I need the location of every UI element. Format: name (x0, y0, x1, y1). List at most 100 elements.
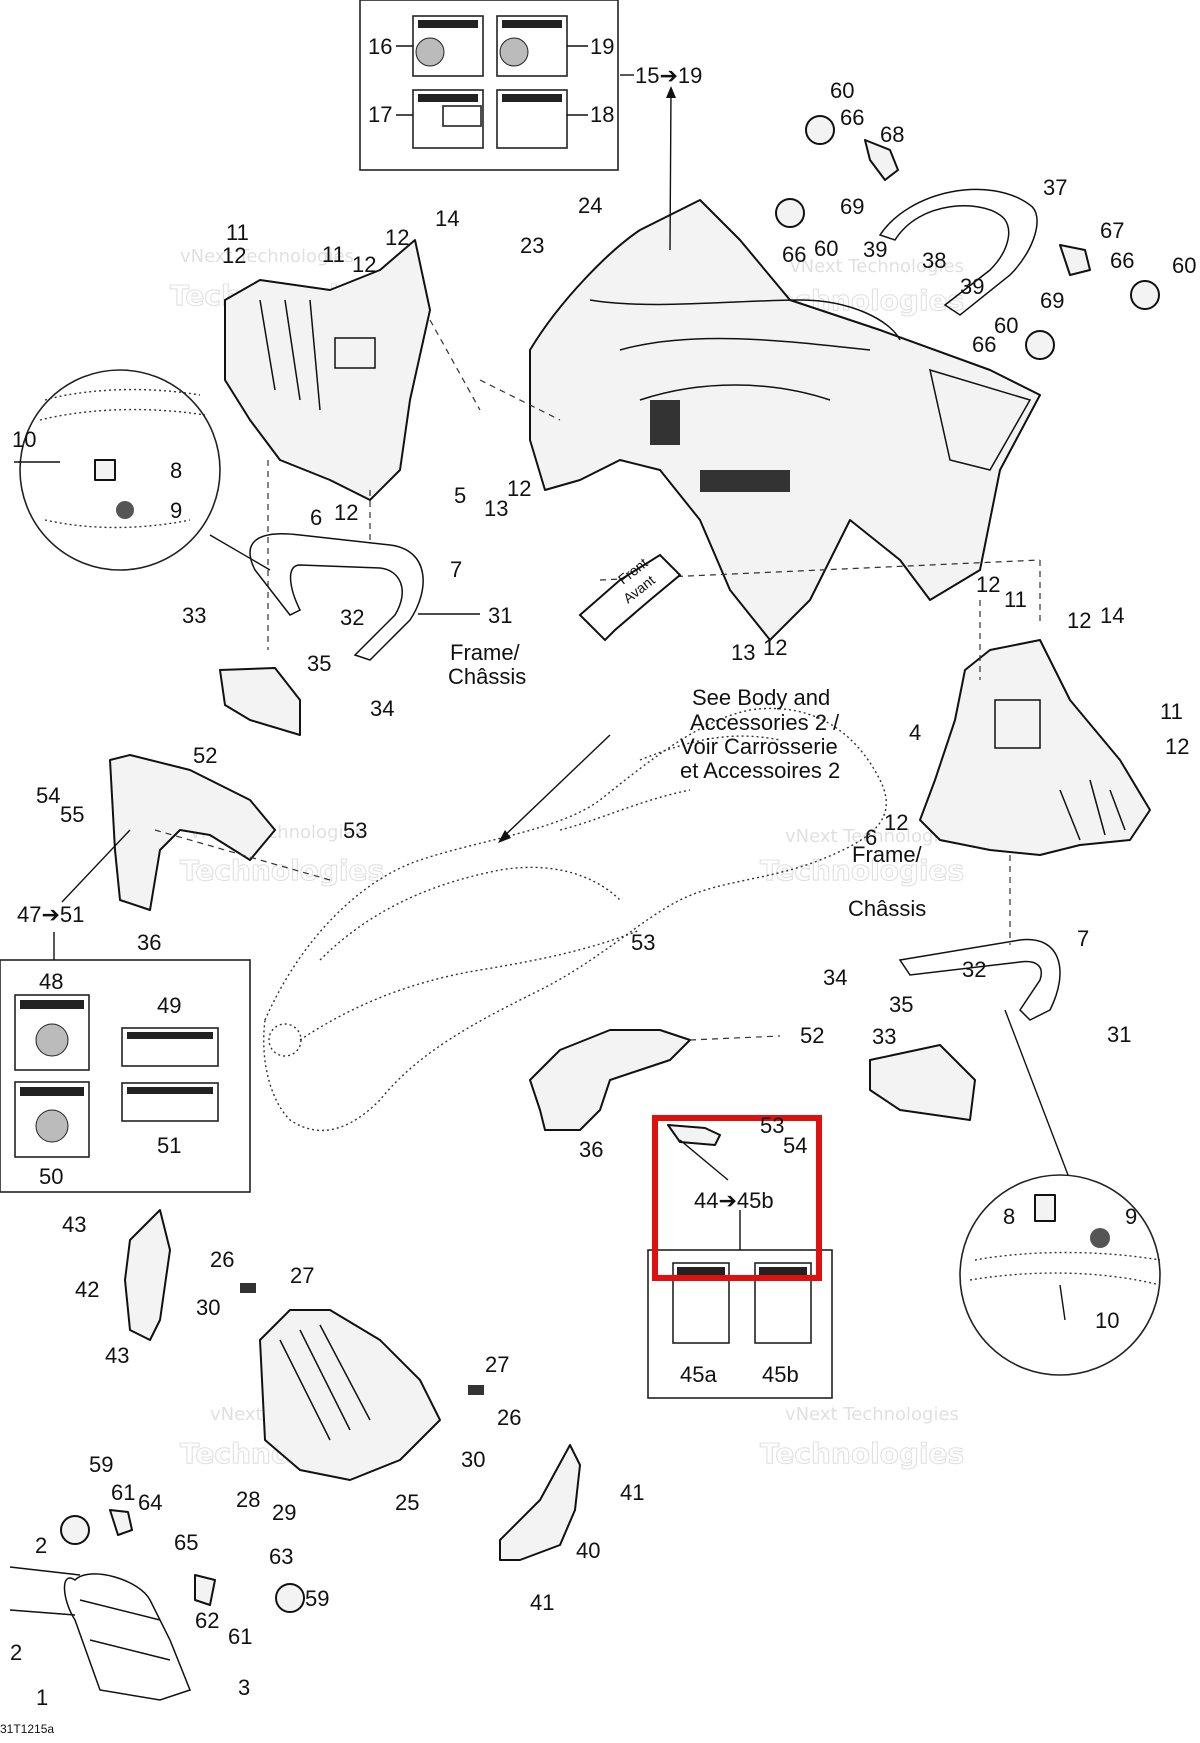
footrest-pad (219, 667, 301, 736)
right-footrest (869, 938, 1061, 1121)
callout-26: 26 (210, 1247, 234, 1272)
callout-10: 10 (1095, 1308, 1119, 1333)
callout-52: 52 (800, 1023, 824, 1048)
leader-line (679, 1139, 729, 1181)
diagram-code: 31T1215a (0, 1722, 54, 1736)
label-kit-box (359, 0, 619, 171)
rear-step (650, 400, 680, 445)
decal-header (20, 1087, 84, 1096)
callout-51: 51 (157, 1133, 181, 1158)
callout-12: 12 (334, 500, 358, 525)
decal-header (418, 94, 478, 102)
nut-icon (1090, 1228, 1110, 1248)
callout-labels: 11 12 11 12 12 14 10 8 9 5 6 12 7 33 32 … (10, 78, 1196, 1710)
callout-2: 2 (10, 1640, 22, 1665)
frame-detail (268, 1023, 302, 1057)
callout-12: 12 (884, 810, 908, 835)
callout-25: 25 (395, 1490, 419, 1515)
callout-32: 32 (340, 605, 364, 630)
decal-header (502, 20, 562, 28)
callout-61: 61 (228, 1624, 252, 1649)
callout-30: 30 (461, 1447, 485, 1472)
label-kit-47-51 (0, 932, 251, 1193)
side-panel-42 (124, 1209, 171, 1341)
decal-header (677, 1267, 725, 1275)
arrow-head (498, 830, 511, 843)
watermark-text: Technologies (180, 854, 384, 887)
grille-fins (279, 1324, 371, 1441)
callout-3: 3 (238, 1675, 250, 1700)
clip-bracket (94, 459, 116, 481)
frame-contour (559, 735, 781, 831)
callout-11: 11 (226, 220, 249, 245)
front-grille (240, 1283, 484, 1481)
callout-9: 9 (1125, 1204, 1137, 1229)
fender-47 (109, 754, 276, 911)
decal-header (127, 1087, 213, 1094)
bracket-62 (194, 1574, 216, 1606)
callout-27: 27 (290, 1263, 314, 1288)
front-arrow-shape (578, 553, 682, 642)
callout-38: 38 (922, 248, 946, 273)
callout-8: 8 (170, 458, 182, 483)
bumper-bars (79, 1599, 171, 1661)
callout-49: 49 (157, 993, 181, 1018)
front-direction-arrow: Front Avant (578, 553, 682, 642)
leader-line (1004, 1009, 1069, 1176)
fastener-26 (468, 1385, 484, 1395)
panel-ribs (259, 299, 321, 411)
callout-50: 50 (39, 1164, 63, 1189)
cap-59 (60, 1515, 90, 1545)
callout-1: 1 (36, 1685, 48, 1710)
callout-12: 12 (385, 225, 409, 250)
callout-10: 10 (12, 427, 36, 452)
watermark-text: vNext Technologies (785, 1404, 959, 1425)
rack-37 (878, 188, 1038, 316)
callout-67: 67 (1100, 218, 1124, 243)
label-kit-15-19: 16 19 17 18 15➔19 (359, 0, 702, 171)
chassis-label-right: Châssis (848, 896, 926, 921)
leader-line (209, 534, 271, 571)
callout-66: 66 (840, 105, 864, 130)
callout-54: 54 (36, 783, 60, 808)
callout-8: 8 (1003, 1204, 1015, 1229)
callout-33: 33 (182, 603, 206, 628)
callout-34: 34 (370, 696, 394, 721)
callout-41: 41 (620, 1480, 644, 1505)
watermark-text: vNext Technologies (180, 246, 354, 267)
callout-27: 27 (485, 1352, 509, 1377)
callout-12: 12 (507, 476, 531, 501)
callout-2: 2 (35, 1533, 47, 1558)
callout-12: 12 (763, 635, 787, 660)
detail-contour (969, 1272, 1161, 1286)
callout-42: 42 (75, 1277, 99, 1302)
callout-36: 36 (137, 930, 161, 955)
decal-text-area (442, 105, 482, 127)
callout-53: 53 (631, 930, 655, 955)
callout-34: 34 (823, 965, 847, 990)
leader-line (669, 89, 672, 251)
callout-39: 39 (960, 274, 984, 299)
assembly-line (689, 1035, 781, 1041)
callout-15-19: 15➔19 (635, 63, 702, 88)
callout-19: 19 (590, 34, 614, 59)
callout-54: 54 (783, 1133, 807, 1158)
callout-37: 37 (1043, 175, 1067, 200)
callout-14: 14 (435, 206, 459, 231)
bracket-68 (864, 139, 899, 181)
callout-44-45b: 44➔45b (694, 1188, 774, 1213)
detail-contour (39, 408, 206, 421)
label-kit-44-45b (647, 1124, 833, 1399)
footrest-bracket-31 (249, 533, 424, 661)
panel-opening (994, 699, 1041, 749)
bolt-2 (9, 1566, 81, 1576)
callout-17: 17 (368, 102, 392, 127)
assembly-line (429, 319, 481, 411)
callout-31: 31 (488, 603, 512, 628)
panel-40 (499, 1444, 581, 1561)
body-contour (589, 299, 901, 341)
panel-ribs (1059, 779, 1126, 841)
right-front-panel (919, 600, 1151, 945)
callout-28: 28 (236, 1487, 260, 1512)
